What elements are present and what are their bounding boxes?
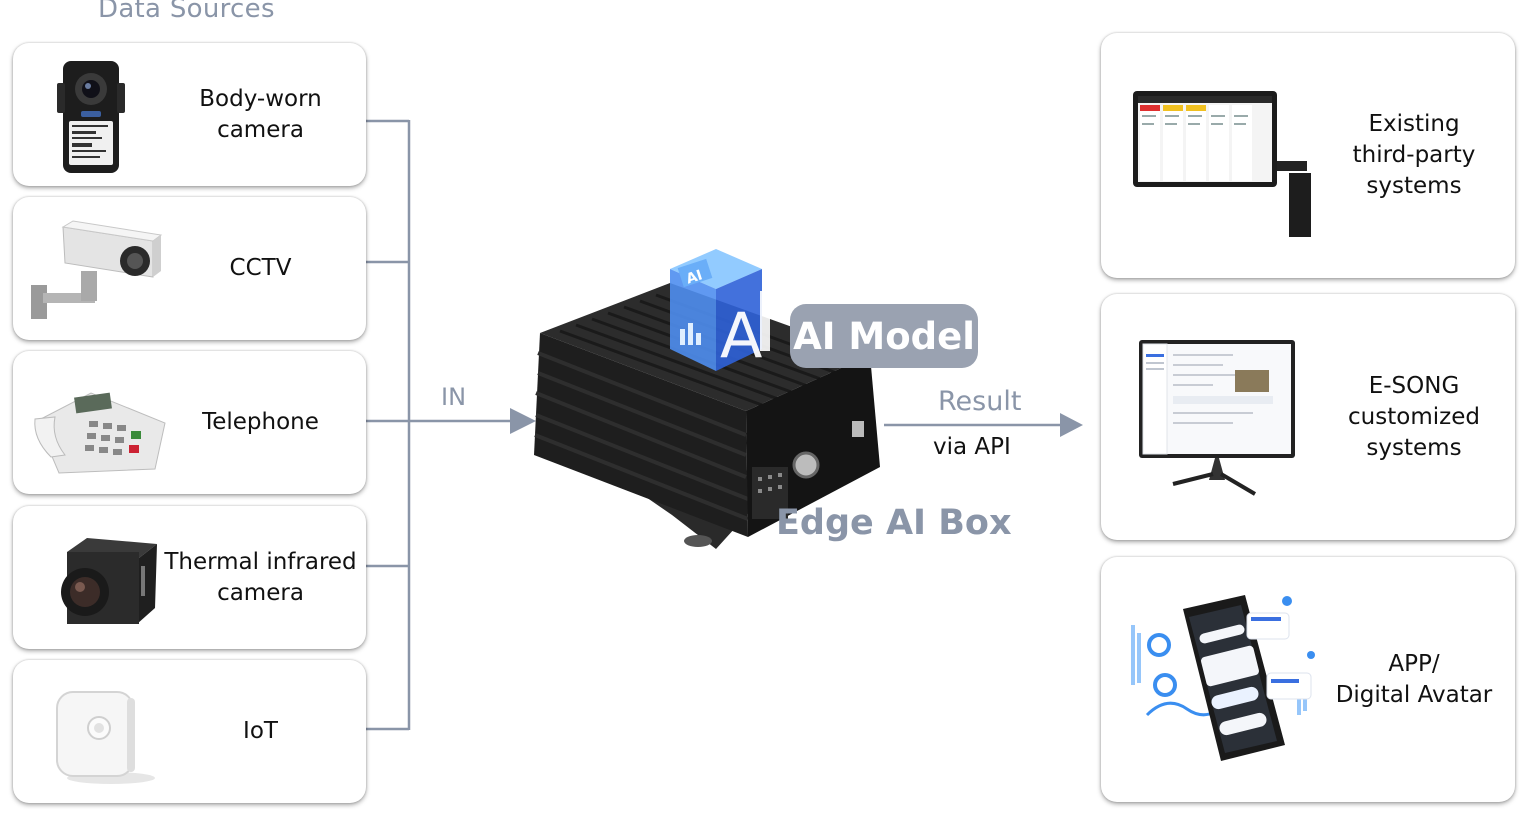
source-label-iot: IoT bbox=[163, 660, 358, 803]
svg-text:AI: AI bbox=[684, 267, 704, 287]
result-arrow-head bbox=[1060, 413, 1083, 437]
destination-label-line: E-SONG bbox=[1368, 372, 1460, 399]
iot-sensor-icon bbox=[29, 670, 179, 793]
source-label-line: camera bbox=[217, 116, 304, 143]
destination-label-app-avatar: APP/ Digital Avatar bbox=[1323, 557, 1505, 802]
edge-ai-box-device: AI A bbox=[520, 245, 900, 560]
desktop-monitor-icon bbox=[1117, 334, 1327, 504]
source-label-telephone: Telephone bbox=[163, 351, 358, 494]
source-label-thermal-camera: Thermal infrared camera bbox=[163, 506, 358, 649]
source-label-line: Body-worn bbox=[199, 85, 322, 112]
source-label-line: camera bbox=[217, 579, 304, 606]
source-card-body-worn-camera: Body-worn camera bbox=[13, 43, 366, 186]
smartphone-app-icon bbox=[1117, 585, 1327, 775]
destination-label-line: Digital Avatar bbox=[1335, 681, 1493, 708]
via-api-label: via API bbox=[933, 434, 1011, 460]
destination-label-third-party: Existing third-party systems bbox=[1323, 33, 1505, 278]
result-label: Result bbox=[938, 386, 1022, 417]
edge-ai-box-caption: Edge AI Box bbox=[776, 503, 1012, 543]
source-label-body-worn-camera: Body-worn camera bbox=[163, 43, 358, 186]
in-label: IN bbox=[441, 383, 467, 411]
cctv-icon bbox=[29, 207, 179, 330]
destination-label-line: APP/ bbox=[1388, 650, 1440, 677]
destination-label-line: systems bbox=[1366, 434, 1462, 461]
data-sources-title: Data Sources bbox=[98, 0, 275, 24]
telephone-icon bbox=[29, 361, 179, 484]
source-card-iot: IoT bbox=[13, 660, 366, 803]
source-card-cctv: CCTV bbox=[13, 197, 366, 340]
thermal-camera-icon bbox=[29, 516, 179, 639]
svg-text:A: A bbox=[720, 299, 762, 372]
source-label-cctv: CCTV bbox=[163, 197, 358, 340]
in-arrow-head bbox=[510, 408, 536, 434]
source-label-line: Thermal infrared bbox=[164, 548, 357, 575]
source-label-line: IoT bbox=[243, 718, 278, 744]
destination-label-line: third-party bbox=[1352, 142, 1476, 168]
destination-card-esong: E-SONG customized systems bbox=[1101, 294, 1515, 540]
destination-label-line: Existing bbox=[1368, 111, 1460, 137]
destination-label-line: systems bbox=[1366, 173, 1462, 199]
source-card-thermal-camera: Thermal infrared camera bbox=[13, 506, 366, 649]
source-label-line: CCTV bbox=[229, 255, 292, 281]
destination-label-line: customized bbox=[1348, 403, 1480, 430]
destination-card-third-party: Existing third-party systems bbox=[1101, 33, 1515, 278]
destination-card-app-avatar: APP/ Digital Avatar bbox=[1101, 557, 1515, 802]
ai-model-badge: AI Model bbox=[790, 304, 978, 368]
source-card-telephone: Telephone bbox=[13, 351, 366, 494]
destination-label-esong: E-SONG customized systems bbox=[1323, 294, 1505, 540]
wall-monitor-icon bbox=[1117, 83, 1327, 243]
body-camera-icon bbox=[29, 53, 179, 176]
source-label-line: Telephone bbox=[202, 409, 319, 435]
